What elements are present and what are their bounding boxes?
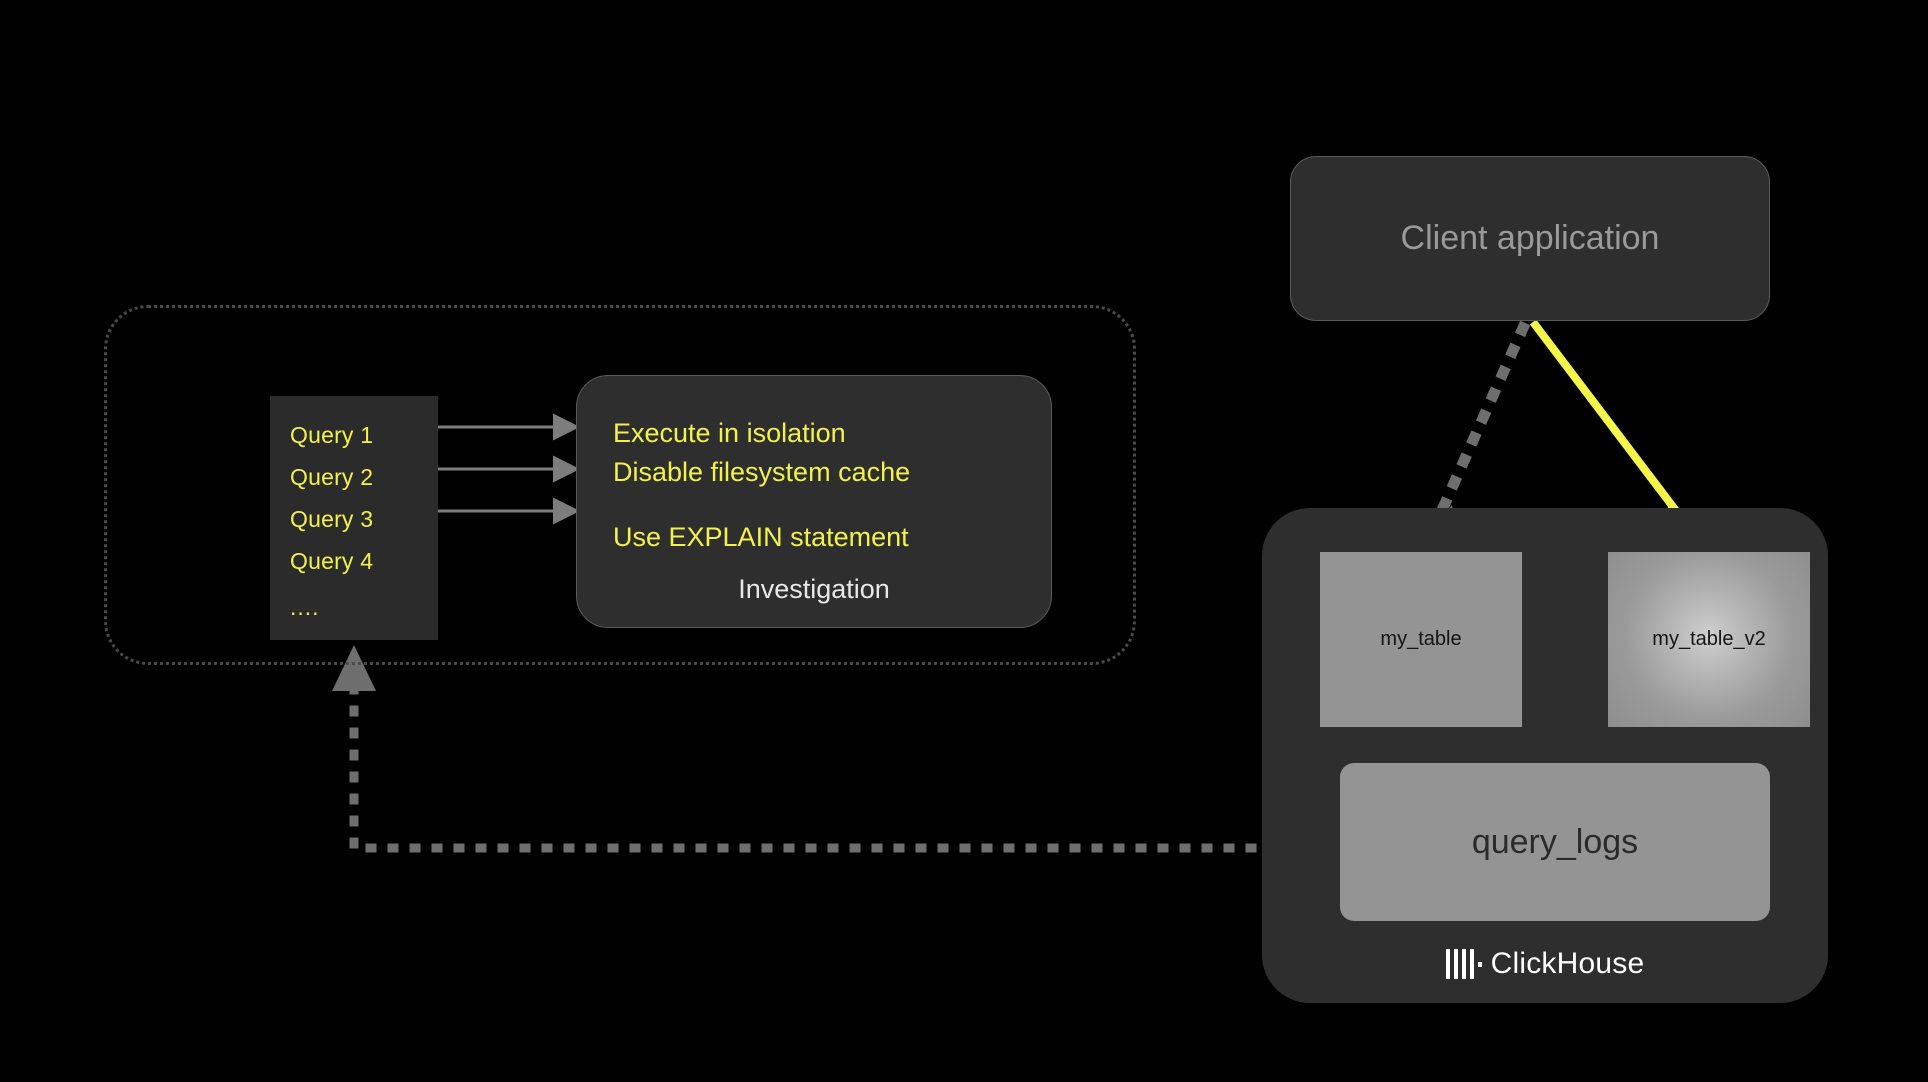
investigation-zone [104,305,1136,665]
table-box-my-table[interactable]: my_table [1320,552,1522,727]
arrow-query-logs-to-query-list [332,645,1345,853]
investigation-tip-3: Use EXPLAIN statement [613,522,909,552]
clickhouse-bars-icon [1445,949,1482,979]
query-list-ellipsis: .... [290,594,320,620]
investigation-tip-1: Execute in isolation [613,418,846,448]
client-application-box[interactable]: Client application [1290,156,1770,321]
table-label-my-table-v2: my_table_v2 [1652,628,1766,650]
investigation-card: Execute in isolation Disable filesystem … [576,375,1052,628]
query-list-item-3[interactable]: Query 3 [290,506,374,532]
query-list-item-4[interactable]: Query 4 [290,548,374,574]
investigation-card-title: Investigation [738,574,890,604]
clickhouse-logo: ClickHouse [1262,947,1828,981]
table-label-my-table: my_table [1380,628,1462,650]
clickhouse-panel: my_table my_table_v2 query_logs ClickHou… [1262,508,1828,1003]
query-list-item-1[interactable]: Query 1 [290,422,374,448]
query-list-box[interactable]: Query 1 Query 2 Query 3 Query 4 .... [270,396,438,640]
query-logs-label: query_logs [1471,822,1639,861]
clickhouse-wordmark: ClickHouse [1490,947,1645,980]
investigation-tip-2: Disable filesystem cache [613,457,911,487]
table-box-my-table-v2[interactable]: my_table_v2 [1608,552,1810,727]
query-logs-box[interactable]: query_logs [1340,763,1770,921]
client-application-label: Client application [1400,219,1660,257]
investigation-tips: Execute in isolation Disable filesystem … [613,414,1033,557]
query-list-item-2[interactable]: Query 2 [290,464,374,490]
